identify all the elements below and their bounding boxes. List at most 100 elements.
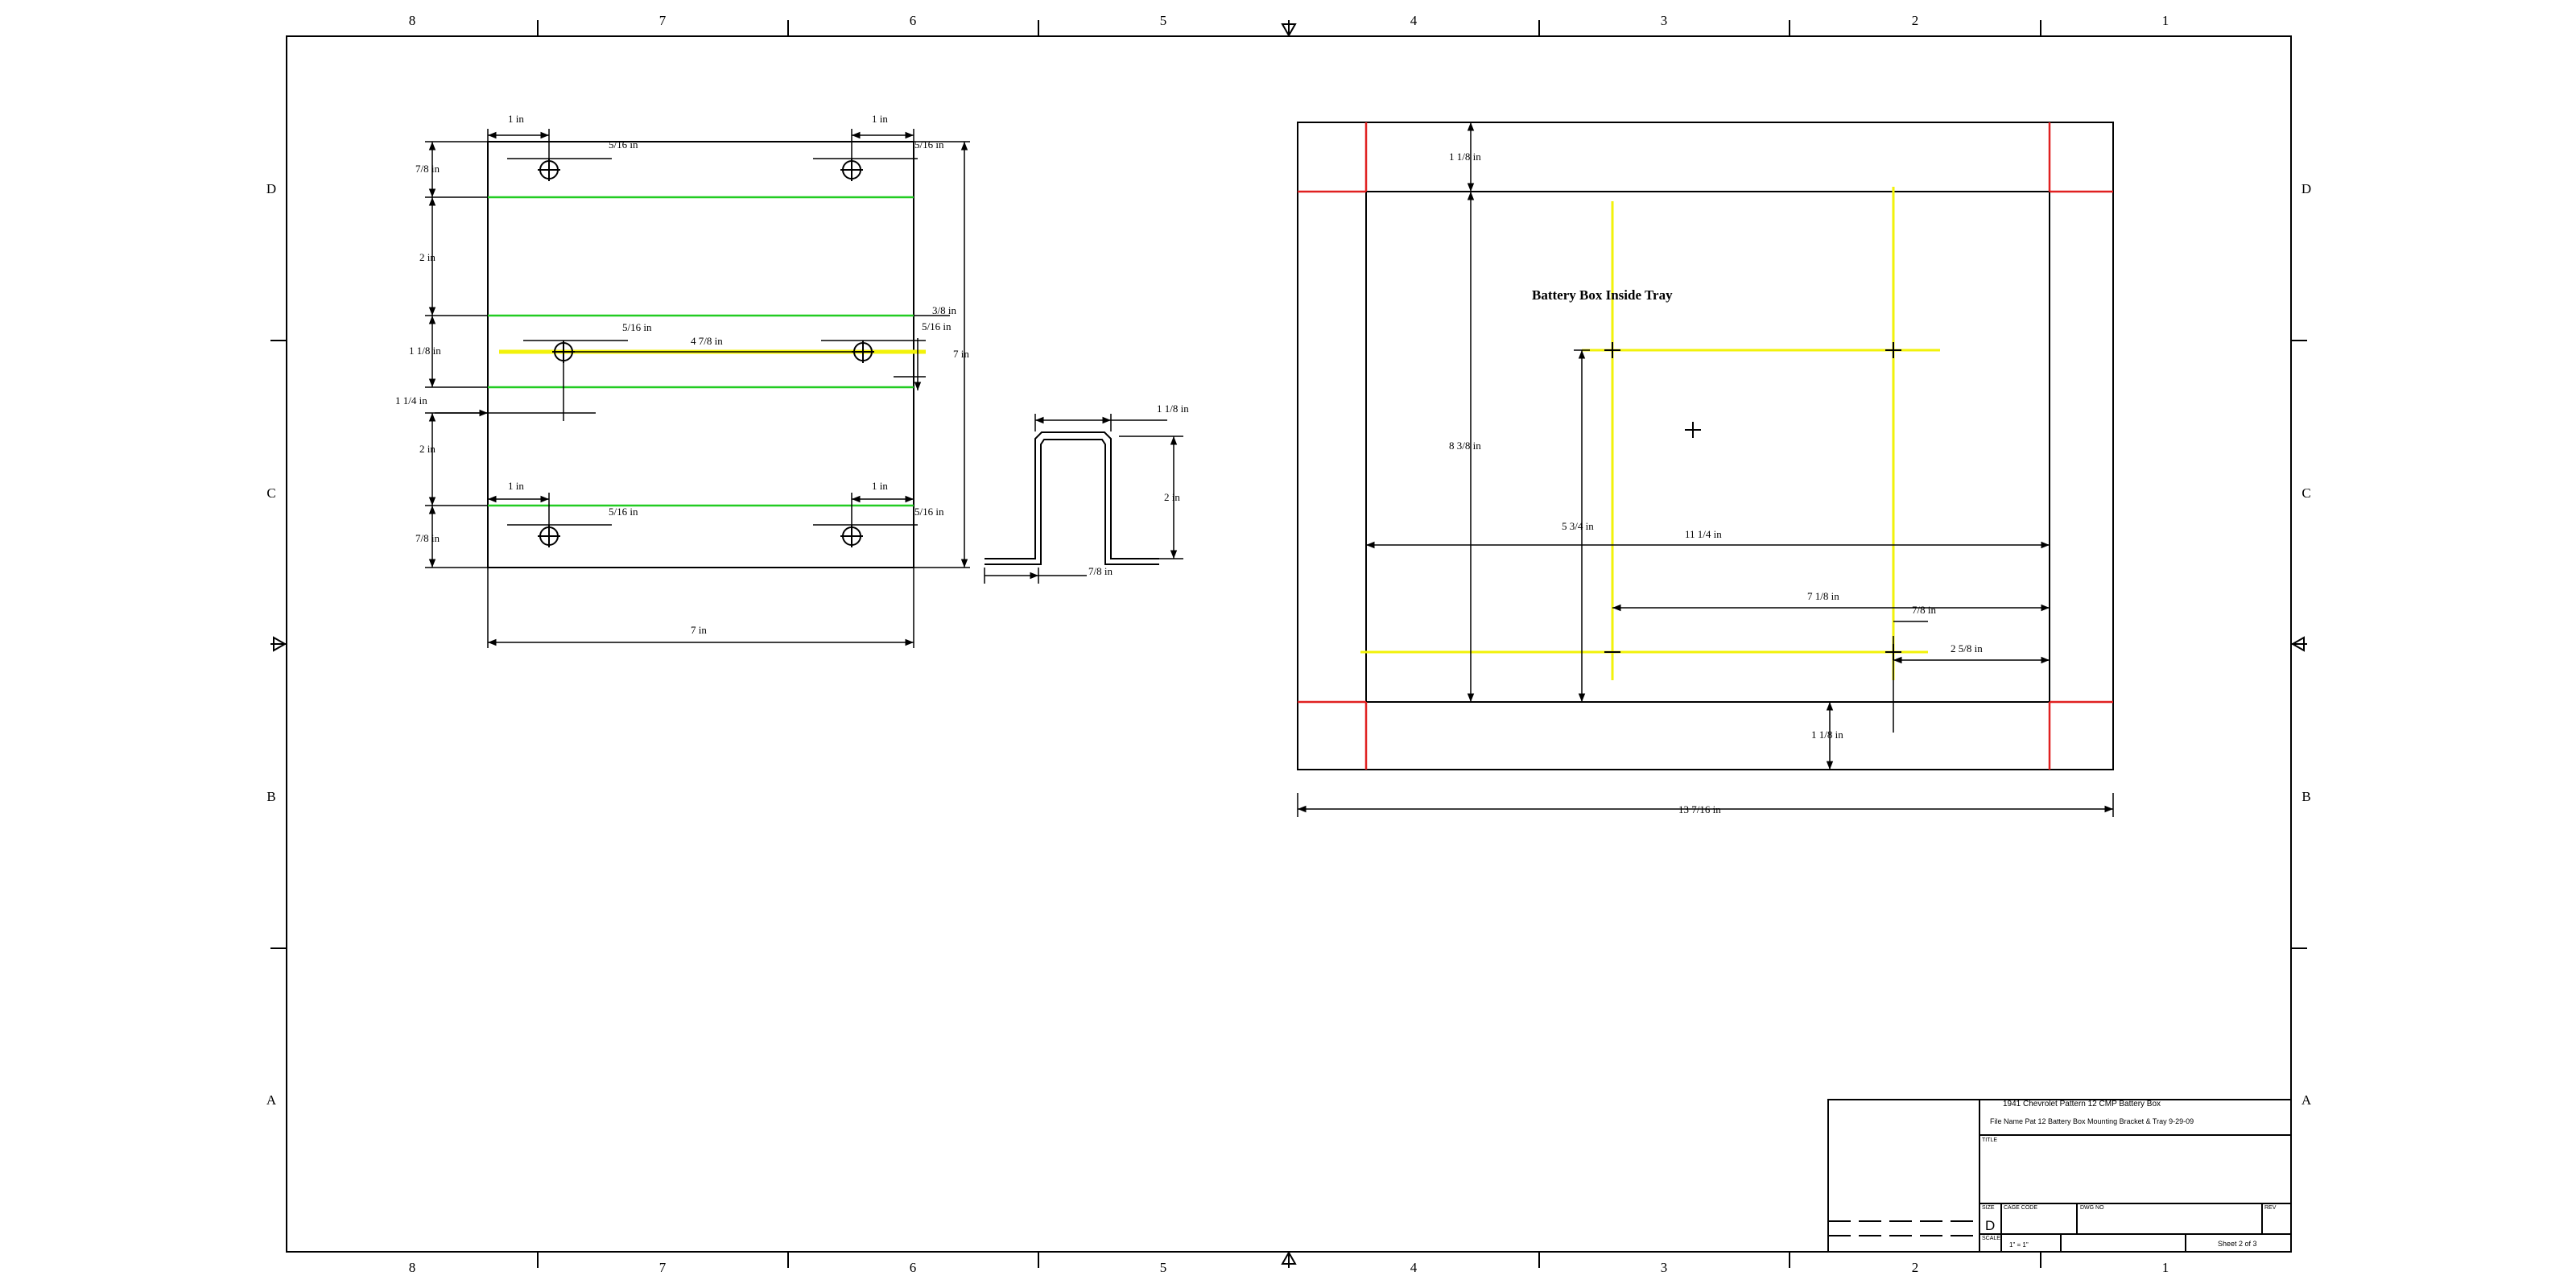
sheet-border <box>286 35 2292 1253</box>
row-label: A <box>266 1092 277 1108</box>
tray-view: Battery Box Inside Tray 1 1/8 in 8 3/8 i… <box>1297 122 2114 817</box>
col-label: 8 <box>409 1260 416 1275</box>
row-label: B <box>2301 789 2310 804</box>
row-label: D <box>266 181 276 196</box>
dim-label: 7 1/8 in <box>1807 590 1839 602</box>
bracket-view: 1 in 1 in 5/16 in 5/16 in 7/8 in 2 in 1 … <box>395 113 970 648</box>
row-label: B <box>266 789 275 804</box>
profile-dim-lines <box>984 414 1183 584</box>
crosshair-icon <box>1885 342 1901 358</box>
dim-label: 7/8 in <box>1088 565 1113 577</box>
sheet-number: Sheet 2 of 3 <box>2218 1240 2257 1248</box>
hole-icon <box>840 525 863 547</box>
bend-lines <box>488 196 914 507</box>
crosshair-icon <box>1604 342 1620 358</box>
dim-label: 5/16 in <box>914 506 944 518</box>
dim-label: 7 in <box>953 348 969 360</box>
col-label: 5 <box>1160 13 1167 28</box>
hole-icon <box>552 341 575 363</box>
bracket-holes <box>538 159 874 547</box>
tray-crosshairs <box>1604 342 1901 660</box>
bracket-dim-lines <box>425 129 970 648</box>
dim-label: 2 in <box>419 443 436 455</box>
dim-label: 1 1/8 in <box>1811 729 1843 741</box>
dim-label: 2 in <box>1164 491 1180 503</box>
center-marks <box>273 23 2305 1265</box>
column-labels-top: 8 7 6 5 4 3 2 1 <box>409 13 2169 28</box>
crosshair-icon <box>1685 422 1701 438</box>
dim-label: 7/8 in <box>415 532 440 544</box>
column-labels-bottom: 8 7 6 5 4 3 2 1 <box>409 1260 2169 1275</box>
row-labels-right: D C B A <box>2301 181 2312 1108</box>
dim-label: 11 1/4 in <box>1685 528 1722 540</box>
dim-label: 1 1/4 in <box>395 394 427 407</box>
dim-label: 8 3/8 in <box>1449 440 1481 452</box>
col-label: 4 <box>1410 13 1418 28</box>
dim-label: 5/16 in <box>914 138 944 151</box>
row-labels-left: D C B A <box>266 181 277 1108</box>
row-label: C <box>2301 485 2310 501</box>
size-value: D <box>1985 1218 1995 1233</box>
dim-label: 5/16 in <box>622 321 652 333</box>
dim-label: 1 1/8 in <box>1157 402 1189 415</box>
dim-label: 1 in <box>872 113 888 125</box>
hole-layout-lines <box>1360 187 1940 680</box>
col-label: 8 <box>409 13 416 28</box>
row-label: A <box>2301 1092 2312 1108</box>
drawing-title: 1941 Chevrolet Pattern 12 CMP Battery Bo… <box>2003 1100 2161 1108</box>
col-label: 3 <box>1661 1260 1668 1275</box>
col-label: 2 <box>1912 13 1919 28</box>
dim-label: 1 1/8 in <box>409 345 441 357</box>
dim-label: 2 in <box>419 251 436 263</box>
dim-label: 5 3/4 in <box>1562 520 1594 532</box>
col-label: 5 <box>1160 1260 1167 1275</box>
corner-cut-lines <box>1298 122 2113 770</box>
tray-outer-outline <box>1297 122 2114 770</box>
tray-title: Battery Box Inside Tray <box>1532 287 1673 303</box>
dim-label: 5/16 in <box>609 138 638 151</box>
col-label: 1 <box>2162 1260 2169 1275</box>
dim-label: 5/16 in <box>922 320 952 332</box>
dwg-label: DWG NO <box>2080 1205 2104 1211</box>
dim-label: 1 in <box>872 480 888 492</box>
size-label: SIZE <box>1982 1205 1995 1211</box>
dim-label: 2 5/8 in <box>1951 642 1983 654</box>
tray-inner-outline <box>1365 191 2050 703</box>
dim-label: 1 1/8 in <box>1449 151 1481 163</box>
dim-label: 13 7/16 in <box>1678 803 1721 815</box>
profile-outline-inner <box>985 439 1159 565</box>
profile-outline-outer <box>985 431 1159 559</box>
file-name: File Name Pat 12 Battery Box Mounting Br… <box>1990 1117 2194 1125</box>
hole-icon <box>538 525 560 547</box>
dim-label: 1 in <box>508 480 524 492</box>
bracket-outline <box>487 141 914 568</box>
hole-icon <box>840 159 863 181</box>
scale-label: SCALE <box>1982 1236 2000 1241</box>
col-label: 7 <box>659 13 667 28</box>
col-label: 2 <box>1912 1260 1919 1275</box>
dim-label: 7/8 in <box>1912 604 1936 616</box>
dim-label: 7/8 in <box>415 163 440 175</box>
row-label: C <box>266 485 275 501</box>
dashed-lines <box>1828 1220 1979 1236</box>
col-label: 3 <box>1661 13 1668 28</box>
row-label: D <box>2301 181 2311 196</box>
hole-icon <box>538 159 560 181</box>
scale-value: 1" = 1" <box>2009 1241 2029 1249</box>
dim-label: 5/16 in <box>609 506 638 518</box>
dim-label: 7 in <box>691 624 707 636</box>
title-block: 1941 Chevrolet Pattern 12 CMP Battery Bo… <box>1827 1099 2292 1253</box>
profile-dim-labels: 1 1/8 in 2 in 7/8 in <box>1088 402 1189 577</box>
col-label: 6 <box>910 1260 917 1275</box>
col-label: 7 <box>659 1260 667 1275</box>
tray-dim-labels: 1 1/8 in 8 3/8 in 5 3/4 in 11 1/4 in 7 1… <box>1449 151 1983 815</box>
col-label: 4 <box>1410 1260 1418 1275</box>
profile-view: 1 1/8 in 2 in 7/8 in <box>984 402 1189 584</box>
zone-ticks <box>270 20 2307 1268</box>
cage-label: CAGE CODE <box>2004 1205 2037 1211</box>
col-label: 6 <box>910 13 917 28</box>
bracket-dim-labels: 1 in 1 in 5/16 in 5/16 in 7/8 in 2 in 1 … <box>395 113 969 636</box>
hole-icon <box>852 341 874 363</box>
dim-label: 3/8 in <box>932 304 956 316</box>
